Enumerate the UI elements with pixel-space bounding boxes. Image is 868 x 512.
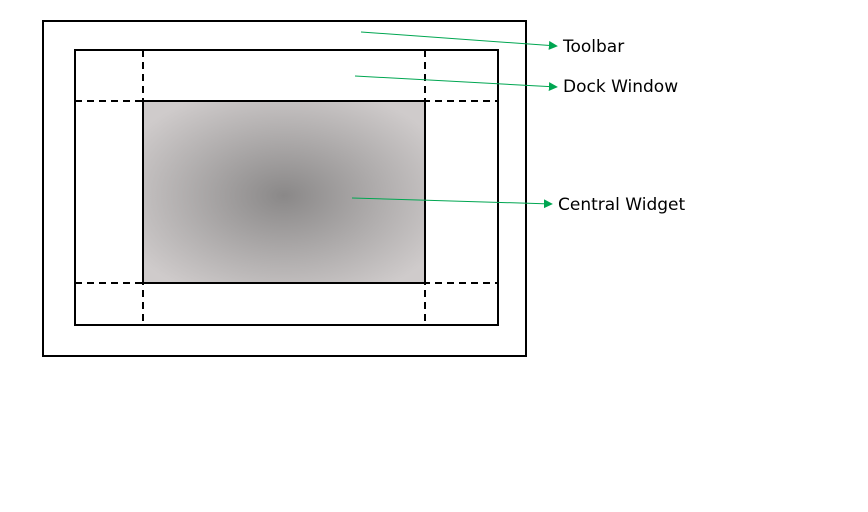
dock-window-label: Dock Window	[563, 77, 678, 97]
toolbar-callout-arrow	[360, 31, 558, 50]
toolbar-label: Toolbar	[562, 37, 624, 57]
main-window-frame	[42, 20, 527, 357]
central-widget-label: Central Widget	[558, 195, 686, 215]
dock-window-callout-arrow	[354, 75, 558, 92]
dock-area-frame	[74, 49, 499, 326]
central-widget-callout-arrow	[351, 197, 553, 209]
central-widget-area	[142, 100, 426, 284]
